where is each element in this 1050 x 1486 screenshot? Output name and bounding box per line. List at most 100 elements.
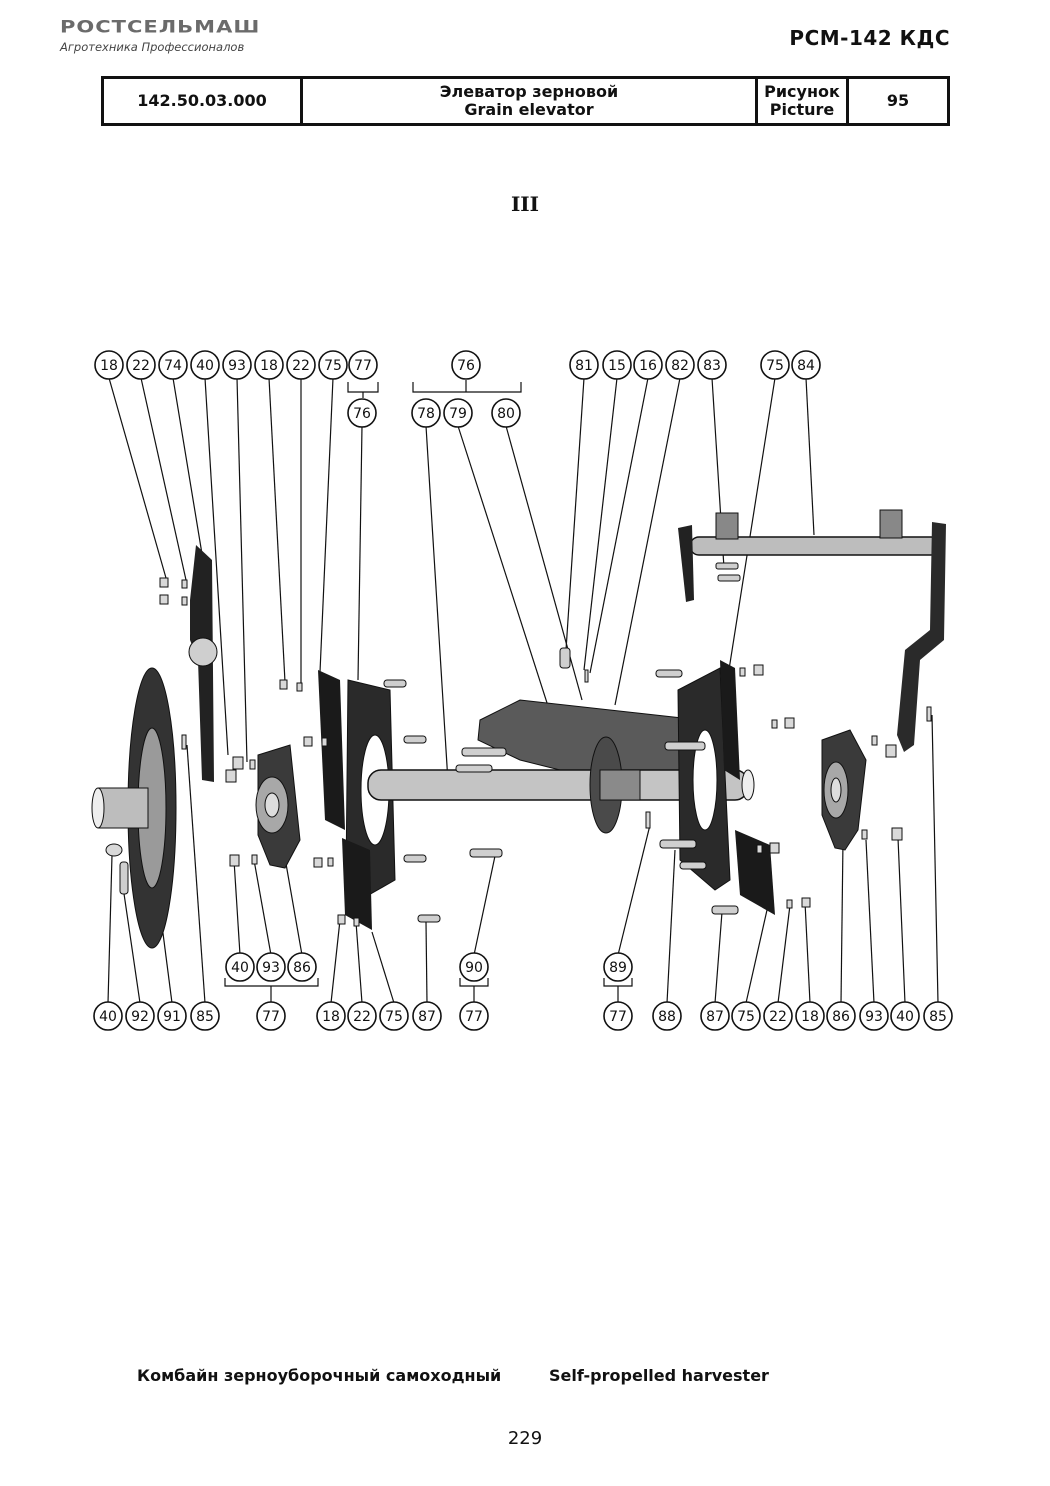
callout-top-84: 84 xyxy=(791,350,821,380)
upper-shaft-lugs-right xyxy=(879,509,903,539)
callout-top-75: 75 xyxy=(760,350,790,380)
brand-tagline: Агротехника Профессионалов xyxy=(60,40,245,54)
right-upper-gasket xyxy=(720,660,740,780)
callout-top-sub-78: 78 xyxy=(411,398,441,428)
callout-bottom-87: 87 xyxy=(700,1001,730,1031)
callout-label: 18 xyxy=(100,358,118,374)
assembly-title-cell: Элеватор зерновой Grain elevator xyxy=(300,76,758,126)
callout-label: 93 xyxy=(865,1009,883,1025)
callout-label: 79 xyxy=(449,406,467,422)
upper-shaft-lugs-left xyxy=(715,512,739,540)
figure-label-en: Picture xyxy=(769,100,835,119)
callout-bottom-86: 86 xyxy=(826,1001,856,1031)
assembly-title-en: Grain elevator xyxy=(464,100,594,119)
callout-bottom-88: 88 xyxy=(652,1001,682,1031)
callout-bottom-group-93: 93 xyxy=(256,952,286,982)
callout-label: 80 xyxy=(497,406,515,422)
callout-top-82: 82 xyxy=(665,350,695,380)
callout-top-16: 16 xyxy=(633,350,663,380)
callout-top-sub-76: 76 xyxy=(347,398,377,428)
part-number: 142.50.03.000 xyxy=(137,91,267,110)
brand-name: РОСТСЕЛЬМАШ xyxy=(60,17,261,37)
callout-label: 74 xyxy=(164,358,182,374)
callout-bottom-22: 22 xyxy=(763,1001,793,1031)
section-label: III xyxy=(510,192,540,216)
bolts xyxy=(119,562,741,923)
callout-bottom-85: 85 xyxy=(190,1001,220,1031)
left-arm-boss xyxy=(188,637,218,667)
callout-label: 40 xyxy=(99,1009,117,1025)
callout-top-22: 22 xyxy=(286,350,316,380)
title-block-table: 142.50.03.000 Элеватор зерновой Grain el… xyxy=(101,76,950,126)
figure-label-cell: Рисунок Picture xyxy=(755,76,849,126)
callout-label: 40 xyxy=(196,358,214,374)
figure-label-ru: Рисунок xyxy=(764,82,840,101)
callout-bottom-40: 40 xyxy=(890,1001,920,1031)
callout-label: 18 xyxy=(260,358,278,374)
callout-top-93: 93 xyxy=(222,350,252,380)
upper-shaft-part xyxy=(689,536,941,556)
callout-top-sub-80: 80 xyxy=(491,398,521,428)
callout-label: 22 xyxy=(292,358,310,374)
callout-bottom-77: 77 xyxy=(459,1001,489,1031)
callout-top-75: 75 xyxy=(318,350,348,380)
left-gasket-plate xyxy=(318,670,345,830)
nuts-and-washers xyxy=(105,577,932,927)
callout-bottom-85: 85 xyxy=(923,1001,953,1031)
exploded-view-diagram: 1822744093182275777681151682837584767879… xyxy=(91,350,953,1031)
assembly-title-ru: Элеватор зерновой xyxy=(439,82,619,101)
callout-label: 91 xyxy=(163,1009,181,1025)
callout-label: 75 xyxy=(324,358,342,374)
callout-bottom-18: 18 xyxy=(795,1001,825,1031)
callout-label: 89 xyxy=(609,960,627,976)
callout-bottom-group-40: 40 xyxy=(225,952,255,982)
left-lower-gasket xyxy=(342,838,372,930)
callout-top-83: 83 xyxy=(697,350,727,380)
callout-bottom-group-89: 89 xyxy=(603,952,633,982)
callout-label: 76 xyxy=(457,358,475,374)
callout-label: 85 xyxy=(196,1009,214,1025)
callout-label: 90 xyxy=(465,960,483,976)
callout-label: 86 xyxy=(293,960,311,976)
callout-label: 93 xyxy=(228,358,246,374)
callout-top-22: 22 xyxy=(126,350,156,380)
callout-bottom-87: 87 xyxy=(412,1001,442,1031)
callout-label: 18 xyxy=(322,1009,340,1025)
callout-top-40: 40 xyxy=(190,350,220,380)
callout-label: 22 xyxy=(353,1009,371,1025)
callout-label: 78 xyxy=(417,406,435,422)
callout-label: 87 xyxy=(418,1009,436,1025)
callout-label: 40 xyxy=(896,1009,914,1025)
callout-label: 86 xyxy=(832,1009,850,1025)
callout-label: 83 xyxy=(703,358,721,374)
callout-label: 77 xyxy=(354,358,372,374)
callout-label: 85 xyxy=(929,1009,947,1025)
callout-label: 81 xyxy=(575,358,593,374)
callout-top-76: 76 xyxy=(451,350,481,380)
callout-label: 75 xyxy=(385,1009,403,1025)
callout-label: 18 xyxy=(801,1009,819,1025)
callout-label: 88 xyxy=(658,1009,676,1025)
callout-label: 75 xyxy=(737,1009,755,1025)
part-number-cell: 142.50.03.000 xyxy=(101,76,303,126)
parts xyxy=(91,509,946,949)
page-number: 229 xyxy=(507,1428,543,1449)
brand-logo: РОСТСЕЛЬМАШ Агротехника Профессионалов xyxy=(60,18,260,54)
callout-label: 40 xyxy=(231,960,249,976)
callout-label: 16 xyxy=(639,358,657,374)
footer-product-ru: Комбайн зерноуборочный самоходный xyxy=(137,1366,502,1385)
callout-label: 87 xyxy=(706,1009,724,1025)
callout-label: 22 xyxy=(769,1009,787,1025)
callout-bottom-22: 22 xyxy=(347,1001,377,1031)
upper-shaft-right-arm xyxy=(897,522,946,752)
callout-bottom-group-90: 90 xyxy=(459,952,489,982)
callout-bottom-75: 75 xyxy=(379,1001,409,1031)
figure-number: 95 xyxy=(886,91,910,110)
callout-label: 82 xyxy=(671,358,689,374)
callout-bottom-77: 77 xyxy=(256,1001,286,1031)
callout-bottom-92: 92 xyxy=(125,1001,155,1031)
callout-bottom-group-86: 86 xyxy=(287,952,317,982)
callout-label: 77 xyxy=(609,1009,627,1025)
callout-top-77: 77 xyxy=(348,350,378,380)
